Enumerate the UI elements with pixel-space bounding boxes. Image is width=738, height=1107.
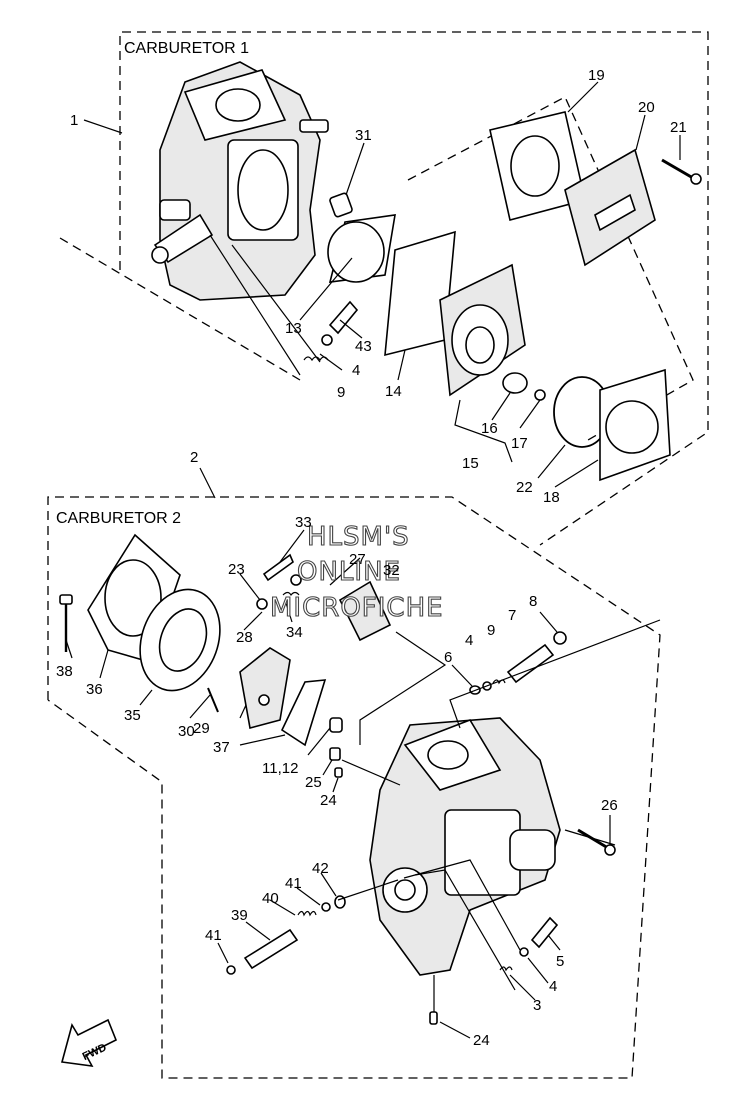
part-9-spring-2 xyxy=(492,679,506,685)
callout-29: 29 xyxy=(193,720,210,737)
section-title-carburetor-2: CARBURETOR 2 xyxy=(56,510,181,527)
watermark: HLSM'S ONLINE MICROFICHE xyxy=(269,521,444,623)
callout-35: 35 xyxy=(124,707,141,724)
part-5-fitting xyxy=(530,916,559,949)
callout-42: 42 xyxy=(312,860,329,877)
part-34-spring xyxy=(282,591,300,597)
callout-36: 36 xyxy=(86,681,103,698)
carburetor-2-frame xyxy=(47,496,661,1079)
callout-38: 38 xyxy=(56,663,73,680)
callouts: 1 2 19 20 21 31 13 43 4 9 14 16 17 15 22… xyxy=(56,67,687,1049)
callout-31: 31 xyxy=(355,127,372,144)
part-8-cap xyxy=(553,631,567,645)
callout-37: 37 xyxy=(213,739,230,756)
part-17-screw xyxy=(534,389,546,401)
callout-25: 25 xyxy=(305,774,322,791)
callout-23: 23 xyxy=(228,561,245,578)
callout-24-bottom: 24 xyxy=(473,1032,490,1049)
part-13-diaphragm xyxy=(327,214,396,283)
callout-4-carb1: 4 xyxy=(352,362,360,379)
callout-33: 33 xyxy=(295,514,312,531)
part-24-jet-top xyxy=(334,767,343,778)
callout-26: 26 xyxy=(601,797,618,814)
callout-2: 2 xyxy=(190,449,198,466)
part-20-plate xyxy=(564,148,656,267)
callout-34: 34 xyxy=(286,624,303,641)
callout-40: 40 xyxy=(262,890,279,907)
callout-22: 22 xyxy=(516,479,533,496)
callout-6: 6 xyxy=(444,649,452,666)
callout-27: 27 xyxy=(349,551,366,568)
callout-18: 18 xyxy=(543,489,560,506)
callout-5: 5 xyxy=(556,953,564,970)
part-7-screw xyxy=(506,643,555,684)
callout-14: 14 xyxy=(385,383,402,400)
part-23-screw xyxy=(256,598,268,610)
callout-17: 17 xyxy=(511,435,528,452)
part-30-screw xyxy=(207,687,219,713)
part-18-gasket xyxy=(599,368,671,482)
callout-1: 1 xyxy=(70,112,78,129)
part-33-bracket xyxy=(262,553,294,582)
callout-41-upper: 41 xyxy=(285,875,302,892)
callout-15: 15 xyxy=(462,455,479,472)
callout-41-lower: 41 xyxy=(205,927,222,944)
callout-8: 8 xyxy=(529,593,537,610)
callout-30: 30 xyxy=(178,723,195,740)
callout-4-carb2-bottom: 4 xyxy=(549,978,557,995)
part-32-valve xyxy=(338,580,392,642)
callout-9-carb2: 9 xyxy=(487,622,495,639)
watermark-line-1: HLSM'S xyxy=(307,522,410,552)
callout-13: 13 xyxy=(285,320,302,337)
part-43-fitting xyxy=(328,300,359,335)
part-27-screw xyxy=(290,574,302,586)
part-41-washer-1 xyxy=(321,902,331,912)
watermark-line-2: ONLINE xyxy=(297,557,401,587)
part-19-gasket xyxy=(489,111,586,221)
callout-11-12: 11,12 xyxy=(262,760,298,777)
callout-4-carb2-top: 4 xyxy=(465,632,473,649)
callout-9-carb1: 9 xyxy=(337,384,345,401)
part-16-valve-disc xyxy=(502,372,528,394)
part-41-washer-2 xyxy=(226,965,236,975)
carburetor-1-body xyxy=(151,61,329,301)
part-39-screw xyxy=(243,928,299,970)
callout-21: 21 xyxy=(670,119,687,136)
callout-7: 7 xyxy=(508,607,516,624)
callout-39: 39 xyxy=(231,907,248,924)
part-42-o-ring xyxy=(334,895,346,909)
part-15-pump-cover xyxy=(439,263,526,397)
part-31-screw xyxy=(329,192,353,218)
part-25-jet xyxy=(329,747,341,761)
watermark-line-3: MICROFICHE xyxy=(270,593,444,623)
part-37-gasket xyxy=(280,679,327,747)
callout-19: 19 xyxy=(588,67,605,84)
section-title-carburetor-1: CARBURETOR 1 xyxy=(124,40,249,57)
callout-28: 28 xyxy=(236,629,253,646)
part-38-screw xyxy=(59,594,73,652)
part-40-spring xyxy=(297,910,317,917)
leader-lines xyxy=(65,81,681,1039)
part-4-washer-3 xyxy=(519,947,529,957)
callout-24-top: 24 xyxy=(320,792,337,809)
callout-43: 43 xyxy=(355,338,372,355)
part-6-o-ring xyxy=(469,685,481,695)
carburetor-2-body xyxy=(369,717,561,976)
part-29-cover xyxy=(239,647,291,729)
part-4-washer-1 xyxy=(321,334,333,346)
forward-arrow-icon: FWD xyxy=(60,1018,118,1068)
callout-20: 20 xyxy=(638,99,655,116)
part-21-bolt xyxy=(661,158,702,185)
part-11-12-jet xyxy=(329,717,343,733)
part-24-jet-bottom xyxy=(429,1011,438,1025)
callout-32: 32 xyxy=(383,562,400,579)
callout-3: 3 xyxy=(533,997,541,1014)
callout-16: 16 xyxy=(481,420,498,437)
part-35-diaphragm xyxy=(139,588,221,692)
